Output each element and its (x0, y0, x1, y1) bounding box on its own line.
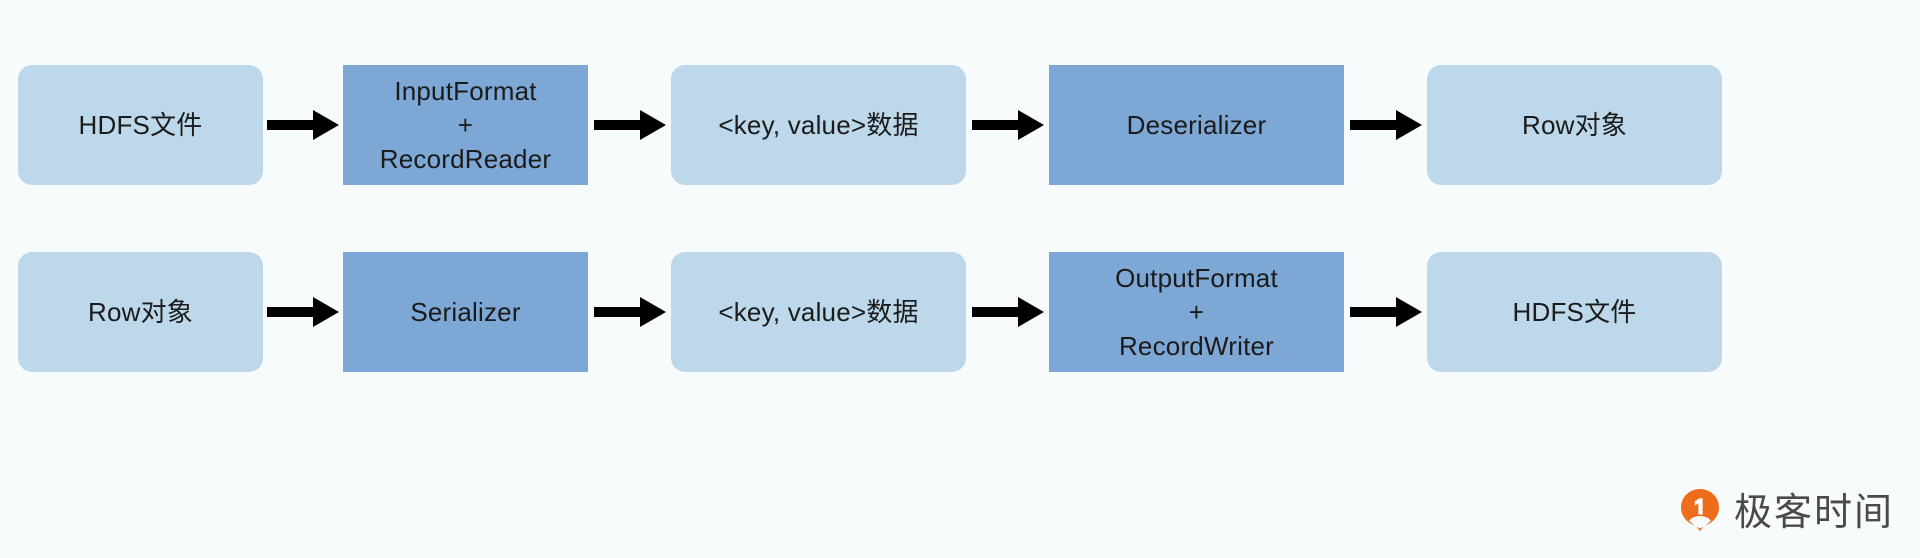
node-hdfs-file-in[interactable]: HDFS文件 (18, 65, 263, 185)
arrow-8 (1344, 252, 1427, 372)
arrow-4 (1344, 65, 1427, 185)
node-input-format[interactable]: InputFormat + RecordReader (343, 65, 588, 185)
arrow-2 (588, 65, 671, 185)
arrow-3 (966, 65, 1049, 185)
node-kv-data-out[interactable]: <key, value>数据 (671, 252, 966, 372)
node-hdfs-file-out[interactable]: HDFS文件 (1427, 252, 1722, 372)
node-row-object-out[interactable]: Row对象 (1427, 65, 1722, 185)
arrow-7 (966, 252, 1049, 372)
brand-name: 极客时间 (1733, 490, 1894, 534)
row1-lead-spacer (0, 125, 18, 126)
flow-row-write-path: Row对象 Serializer <key, value>数据 OutputFo… (0, 252, 1920, 372)
row2-lead-spacer (0, 312, 18, 313)
arrow-5 (263, 252, 343, 372)
node-row-object-in[interactable]: Row对象 (18, 252, 263, 372)
node-output-format[interactable]: OutputFormat + RecordWriter (1049, 252, 1344, 372)
node-deserializer[interactable]: Deserializer (1049, 65, 1344, 185)
node-serializer[interactable]: Serializer (343, 252, 588, 372)
brand-watermark: 极客时间 (1678, 481, 1894, 536)
flow-row-read-path: HDFS文件 InputFormat + RecordReader <key, … (0, 65, 1920, 185)
arrow-1 (263, 65, 343, 185)
arrow-6 (588, 252, 671, 372)
geektime-pin-icon (1678, 487, 1722, 531)
node-kv-data-in[interactable]: <key, value>数据 (671, 65, 966, 185)
